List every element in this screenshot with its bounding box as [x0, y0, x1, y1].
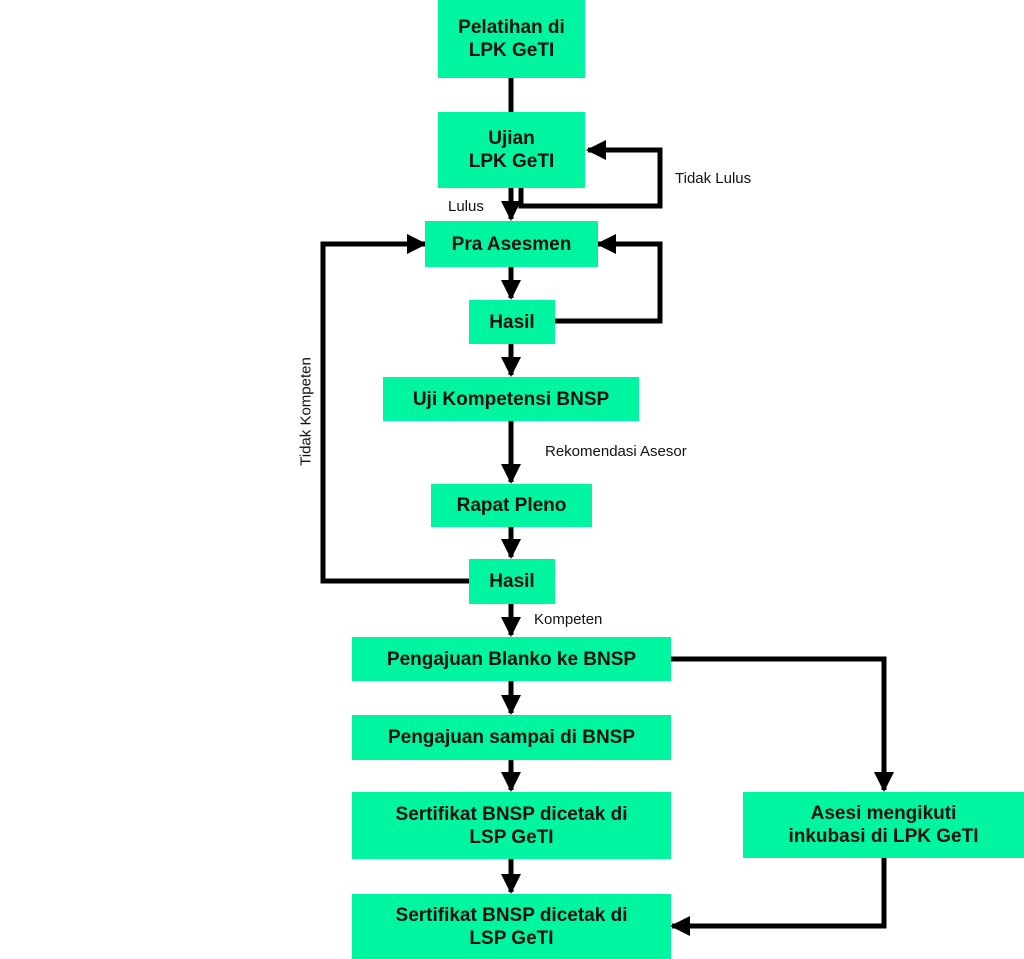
- node-hasil-2: Hasil: [469, 559, 555, 604]
- node-sertifikat-1: Sertifikat BNSP dicetak di LSP GeTI: [352, 792, 671, 859]
- label-rekomendasi-asesor: Rekomendasi Asesor: [545, 443, 687, 460]
- node-pra-asesmen: Pra Asesmen: [425, 221, 598, 267]
- node-pengajuan-sampai: Pengajuan sampai di BNSP: [352, 715, 671, 760]
- node-pengajuan-blanko: Pengajuan Blanko ke BNSP: [352, 637, 671, 681]
- label-lulus: Lulus: [448, 198, 484, 215]
- edge-hasil1-loop: [555, 234, 663, 324]
- node-hasil-1: Hasil: [469, 300, 555, 344]
- edge-tidak-kompeten-loop: [320, 234, 469, 584]
- node-uji-kompetensi: Uji Kompetensi BNSP: [383, 377, 639, 421]
- node-sertifikat-2: Sertifikat BNSP dicetak di LSP GeTI: [352, 894, 671, 959]
- label-tidak-kompeten: Tidak Kompeten: [297, 357, 315, 466]
- node-ujian: Ujian LPK GeTI: [438, 112, 585, 188]
- edge-blanko-inkubasi: [671, 656, 894, 792]
- node-rapat-pleno: Rapat Pleno: [431, 484, 592, 527]
- label-kompeten: Kompeten: [534, 611, 603, 628]
- node-inkubasi: Asesi mengikuti inkubasi di LPK GeTI: [743, 792, 1024, 858]
- edge-tidak-lulus-loop: [518, 140, 663, 209]
- label-tidak-lulus: Tidak Lulus: [675, 170, 752, 187]
- edge-inkubasi-sert2: [670, 858, 887, 936]
- node-pelatihan: Pelatihan di LPK GeTI: [438, 0, 585, 78]
